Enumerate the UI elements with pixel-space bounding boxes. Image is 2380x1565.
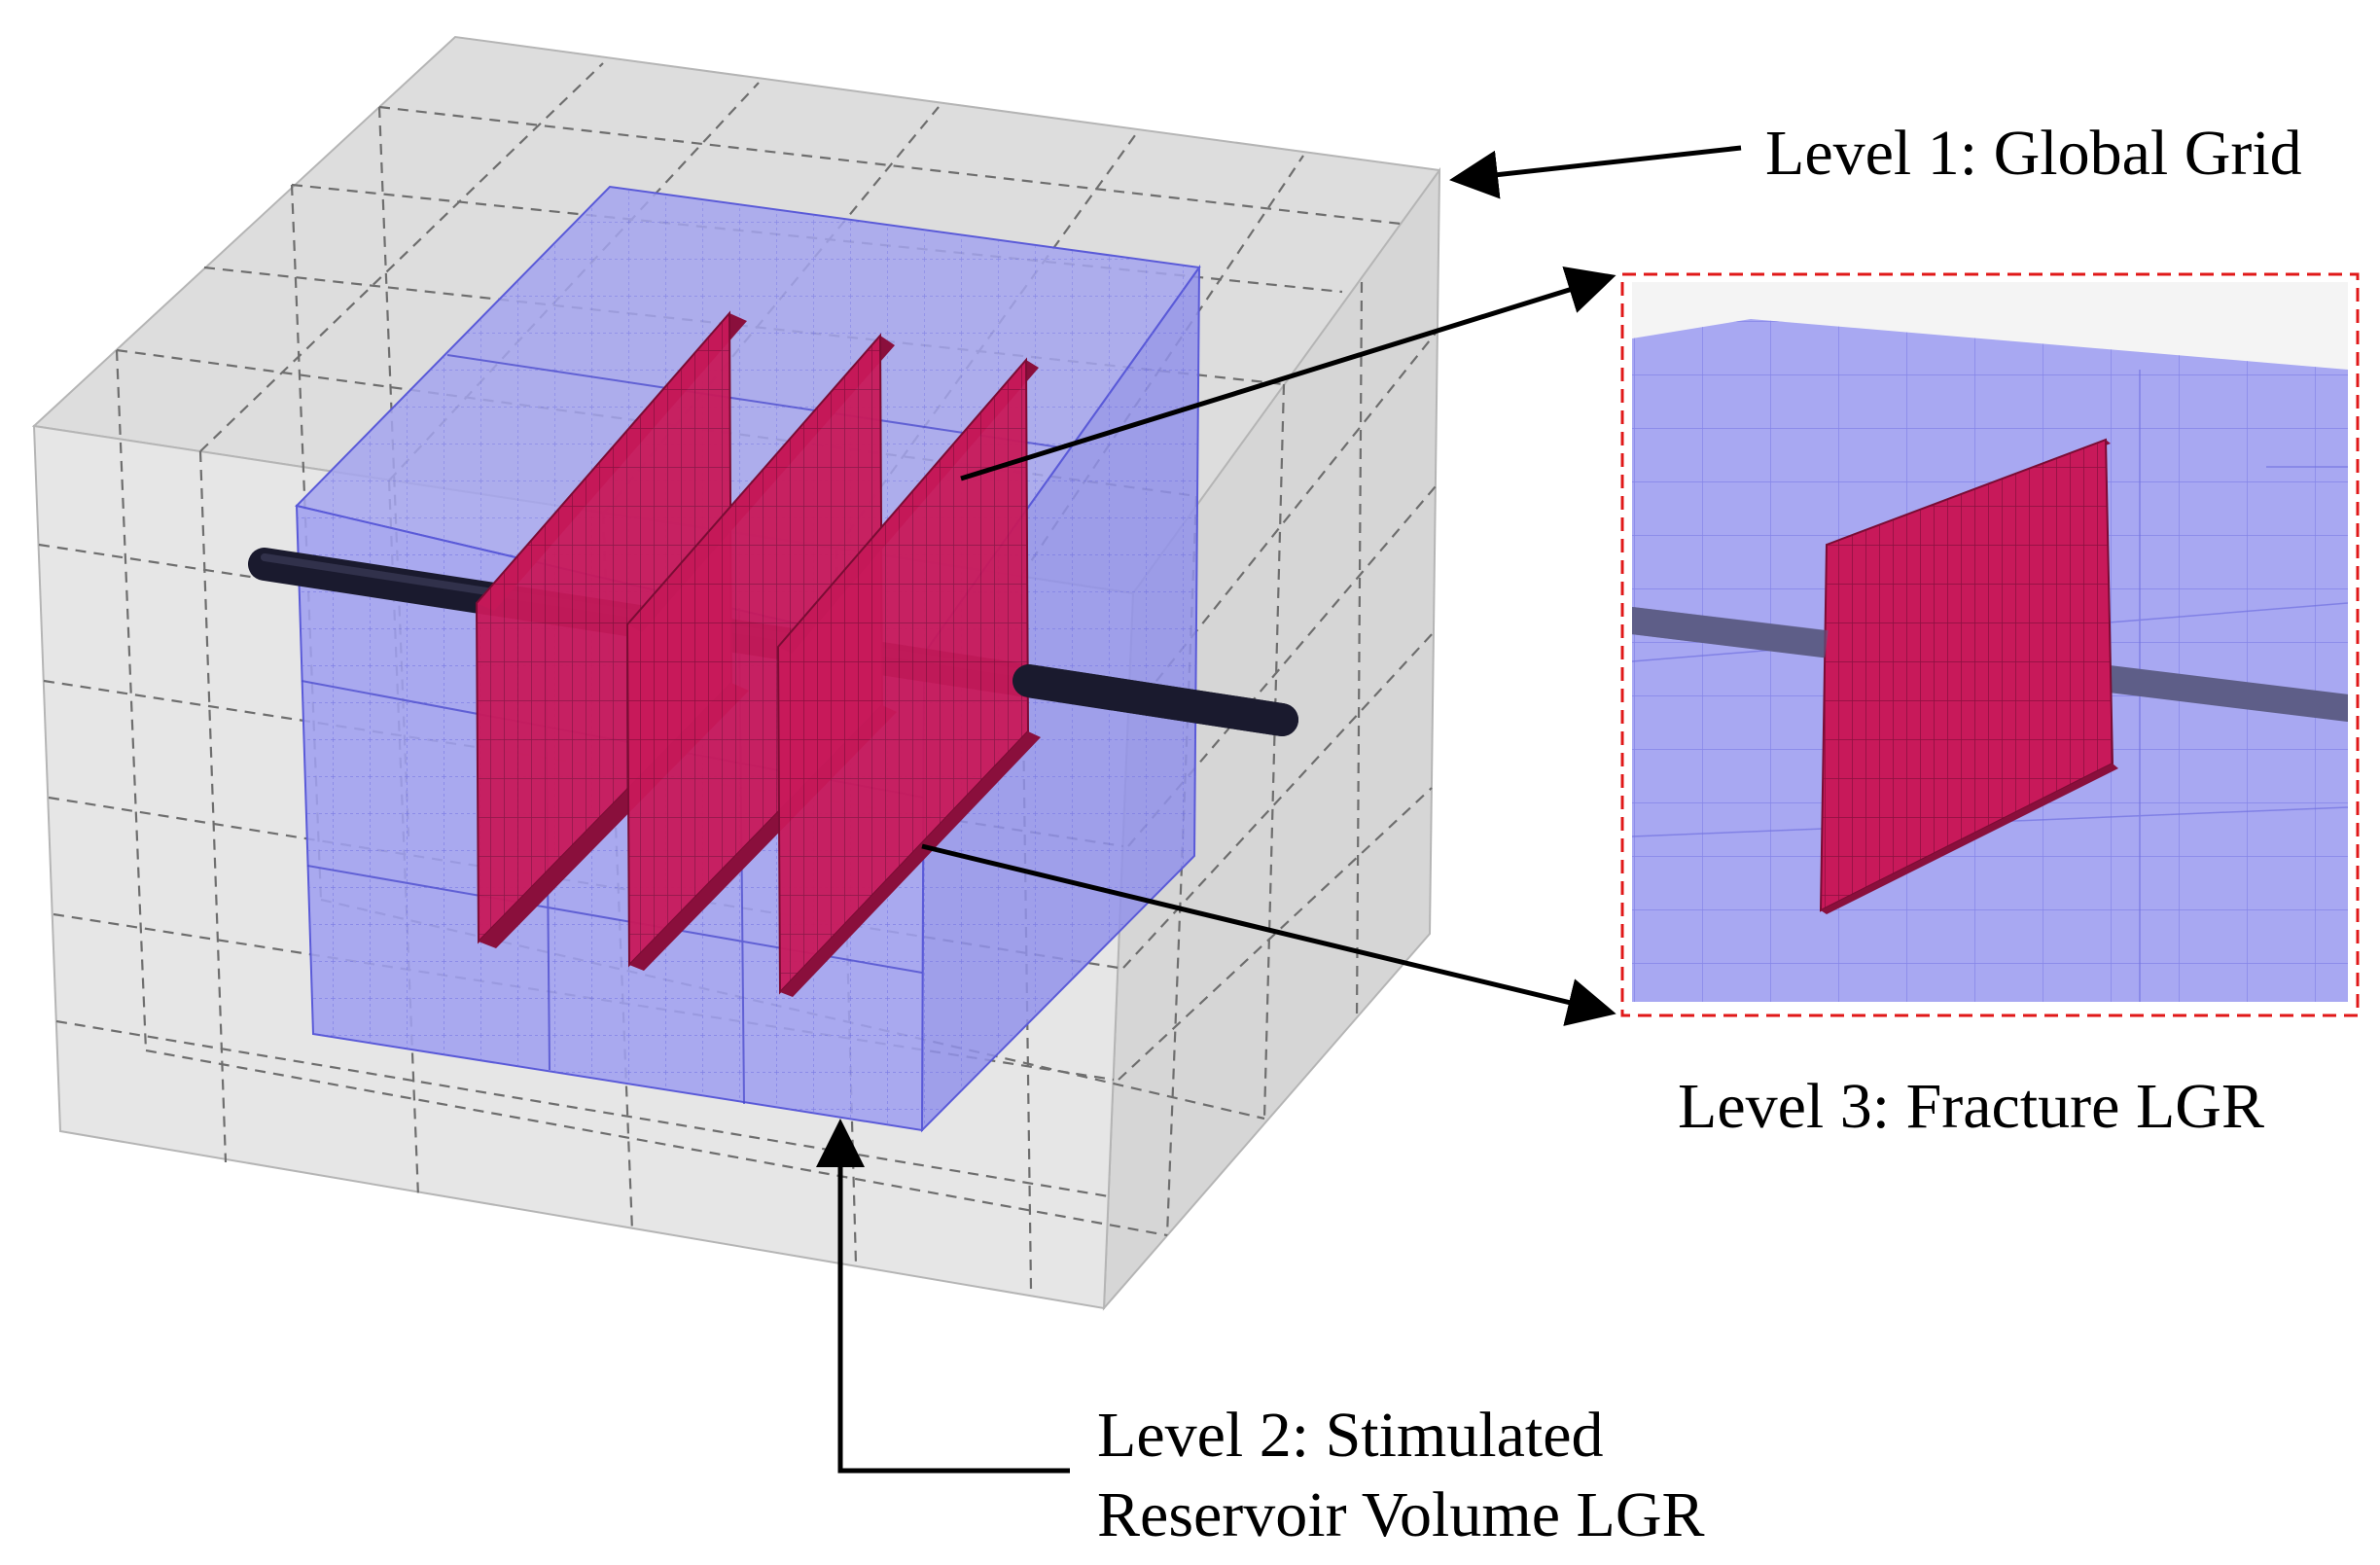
- arrow-level3-top: [960, 266, 1616, 481]
- arrow-level3-bottom: [921, 843, 1616, 1026]
- arrows: [816, 145, 1742, 1474]
- arrow-level2: [816, 1119, 1070, 1474]
- label-level1-global-grid: Level 1: Global Grid: [1765, 118, 2302, 189]
- fracture-3: [776, 357, 1041, 997]
- label-level3-fracture-lgr: Level 3: Fracture LGR: [1678, 1071, 2264, 1142]
- arrow-level1: [1449, 145, 1742, 199]
- fracture-lgr-inset: [1620, 272, 2360, 1017]
- inset-border: [1620, 272, 2360, 1017]
- wellbore-front: [1012, 664, 1298, 736]
- label-level2-line1: Level 2: Stimulated: [1097, 1400, 1604, 1471]
- label-level2-line2: Reservoir Volume LGR: [1097, 1479, 1705, 1550]
